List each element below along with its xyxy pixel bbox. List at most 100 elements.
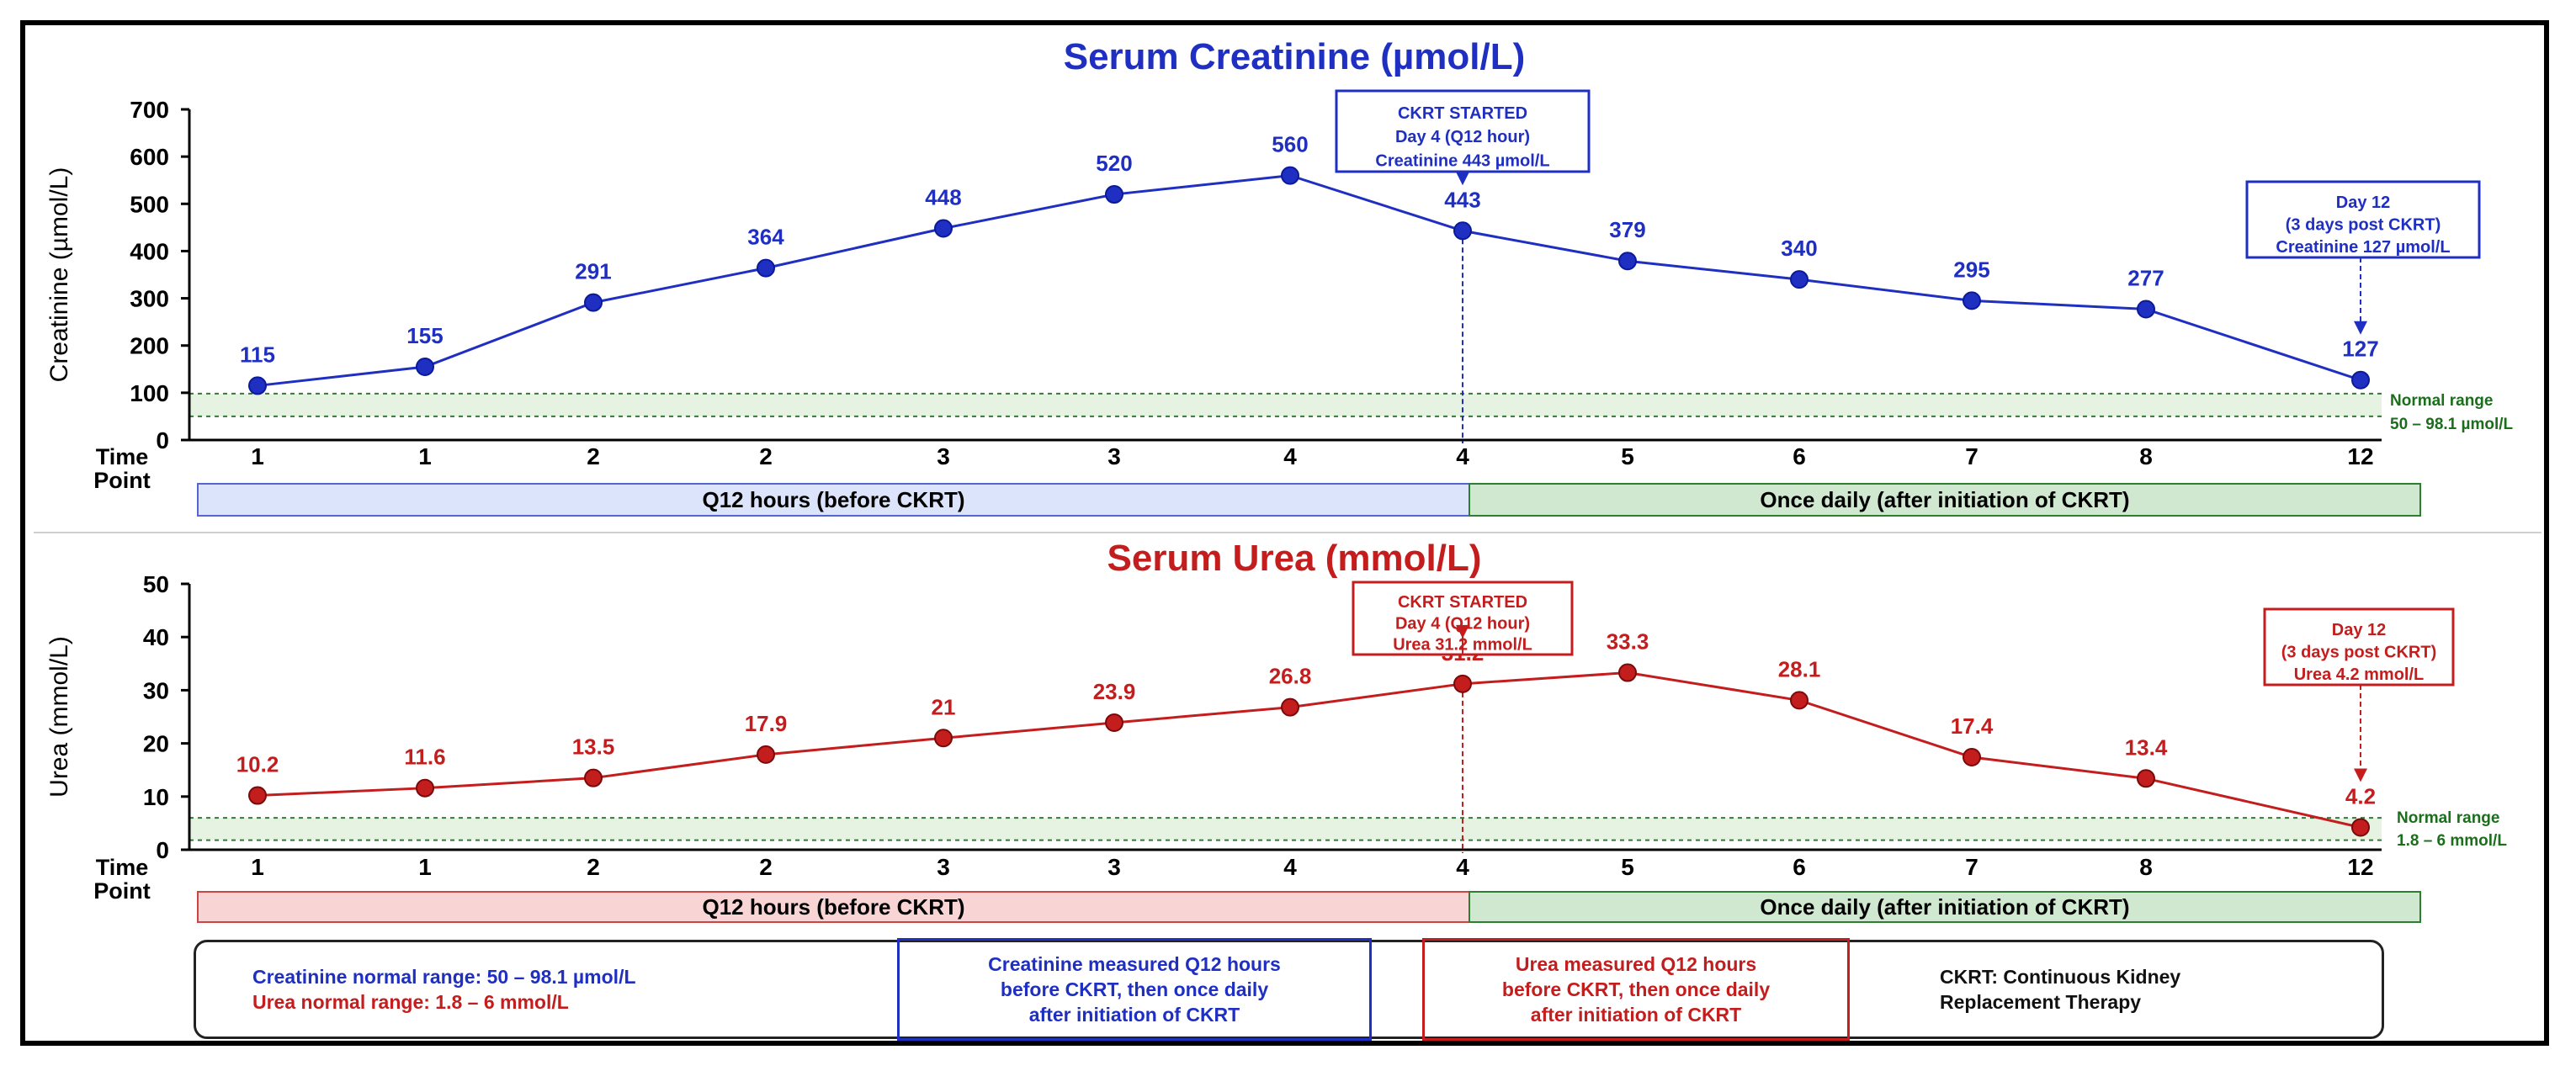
creatinine-data-point xyxy=(934,219,953,238)
creatinine-x-tick-label: 1 xyxy=(251,443,264,469)
urea-data-point xyxy=(248,786,267,805)
urea-annotation-text: CKRT STARTED xyxy=(1398,593,1527,612)
creatinine-x-tick-label: 6 xyxy=(1793,443,1806,469)
creatinine-data-label: 364 xyxy=(747,225,784,250)
urea-data-point xyxy=(584,768,603,787)
creatinine-series-line xyxy=(257,174,2361,387)
creatinine-annotation-text: Day 12 xyxy=(2336,194,2391,212)
urea-x-tick-label: 6 xyxy=(1793,854,1806,880)
creatinine-chart-title: Serum Creatinine (µmol/L) xyxy=(1064,36,1526,77)
urea-data-point xyxy=(757,745,775,764)
creatinine-y-tick-label: 700 xyxy=(130,97,169,123)
legend-normal-ranges: Creatinine normal range: 50 – 98.1 µmol/… xyxy=(252,938,892,1041)
creatinine-data-label: 520 xyxy=(1096,151,1132,176)
creatinine-data-label: 379 xyxy=(1609,217,1645,242)
creatinine-annotation-box xyxy=(1335,89,1591,173)
creatinine-x-tick-label: 2 xyxy=(587,443,600,469)
creatinine-annotation-text: CKRT STARTED xyxy=(1398,104,1527,123)
urea-annotation-arrowhead xyxy=(2354,768,2367,782)
creatinine-x-tick-label: 3 xyxy=(937,443,950,469)
creatinine-annotation-arrowhead xyxy=(1456,172,1469,186)
urea-phase-before xyxy=(197,891,1470,923)
urea-y-tick-label: 50 xyxy=(143,571,169,597)
urea-x-tick-label: 8 xyxy=(2139,854,2153,880)
urea-annotation-box xyxy=(2263,607,2455,687)
urea-x-tick-label: 12 xyxy=(2347,854,2373,880)
creatinine-y-tick-label: 0 xyxy=(156,427,169,453)
legend-creatinine-note-line: Creatinine measured Q12 hours xyxy=(988,953,1281,975)
legend-creatinine-note: Creatinine measured Q12 hours before CKR… xyxy=(897,938,1372,1041)
urea-data-point xyxy=(416,778,434,798)
urea-normal-range-label: Normal range xyxy=(2397,809,2499,827)
legend-abbreviation-line: Replacement Therapy xyxy=(1940,991,2142,1013)
creatinine-x-tick-label: 4 xyxy=(1456,443,1469,469)
urea-x-tick-label: 1 xyxy=(251,854,264,880)
urea-x-tick-label: 2 xyxy=(759,854,773,880)
creatinine-data-label: 291 xyxy=(575,259,611,284)
urea-data-point xyxy=(934,729,953,748)
urea-y-tick-label: 40 xyxy=(143,624,169,650)
creatinine-data-label: 155 xyxy=(406,323,443,348)
urea-data-label: 23.9 xyxy=(1093,679,1136,704)
creatinine-data-point xyxy=(584,293,603,312)
urea-x-tick-label: 4 xyxy=(1283,854,1297,880)
creatinine-y-tick-label: 400 xyxy=(130,238,169,264)
creatinine-normal-range-label: 50 – 98.1 µmol/L xyxy=(2390,416,2514,433)
creatinine-phase-before xyxy=(197,483,1470,517)
creatinine-phase-before-label: Q12 hours (before CKRT) xyxy=(702,487,964,512)
urea-data-label: 21 xyxy=(932,694,956,719)
legend-creatinine-note-line: after initiation of CKRT xyxy=(1028,1004,1240,1026)
urea-data-point xyxy=(1790,691,1809,710)
creatinine-data-label: 127 xyxy=(2342,337,2378,362)
creatinine-data-point xyxy=(1453,221,1472,241)
urea-x-tick-label: 3 xyxy=(937,854,950,880)
urea-phase-after xyxy=(1469,891,2421,923)
urea-x-tick-label: 5 xyxy=(1621,854,1634,880)
urea-x-tick-label: 4 xyxy=(1456,854,1469,880)
creatinine-annotation-text: (3 days post CKRT) xyxy=(2286,216,2441,235)
urea-y-tick-label: 10 xyxy=(143,784,169,810)
legend-urea-note-line: after initiation of CKRT xyxy=(1530,1004,1742,1026)
urea-data-label: 33.3 xyxy=(1607,629,1649,655)
creatinine-data-point xyxy=(1105,185,1123,204)
urea-data-point xyxy=(2137,769,2155,788)
legend-urea-note-line: Urea measured Q12 hours xyxy=(1515,953,1757,975)
creatinine-x-tick-label: 7 xyxy=(1965,443,1978,469)
urea-data-label: 13.5 xyxy=(572,734,615,760)
urea-annotation-text: Day 4 (Q12 hour) xyxy=(1395,614,1530,633)
creatinine-data-point xyxy=(416,357,434,376)
urea-x-axis-label: Point xyxy=(93,878,151,904)
creatinine-x-axis-label: Time xyxy=(96,444,149,469)
urea-annotation-text: Urea 4.2 mmol/L xyxy=(2294,665,2425,684)
urea-phase-before-label: Q12 hours (before CKRT) xyxy=(702,894,964,920)
creatinine-y-tick-label: 600 xyxy=(130,144,169,170)
legend-abbreviation: CKRT: Continuous Kidney Replacement Ther… xyxy=(1940,938,2344,1041)
urea-data-label: 13.4 xyxy=(2125,734,2168,760)
urea-annotation-text: (3 days post CKRT) xyxy=(2281,644,2436,662)
urea-data-point xyxy=(1453,674,1472,693)
creatinine-phase-after xyxy=(1469,483,2421,517)
urea-data-label: 4.2 xyxy=(2345,783,2376,809)
creatinine-annotation-text: Creatinine 443 µmol/L xyxy=(1375,151,1549,170)
creatinine-x-tick-label: 1 xyxy=(418,443,432,469)
urea-data-label: 10.2 xyxy=(236,752,279,777)
creatinine-x-tick-label: 8 xyxy=(2139,443,2153,469)
legend-abbreviation-line: CKRT: Continuous Kidney xyxy=(1940,966,2181,988)
urea-data-point xyxy=(2351,818,2370,837)
urea-data-label: 17.4 xyxy=(1951,713,1994,739)
legend-urea-range: Urea normal range: 1.8 – 6 mmol/L xyxy=(252,991,569,1013)
legend-box xyxy=(194,940,2384,1039)
urea-x-tick-label: 2 xyxy=(587,854,600,880)
creatinine-annotation-text: Day 4 (Q12 hour) xyxy=(1395,128,1530,146)
legend-creatinine-range: Creatinine normal range: 50 – 98.1 µmol/… xyxy=(252,966,636,988)
urea-y-tick-label: 30 xyxy=(143,677,169,703)
creatinine-y-axis-label: Creatinine (µmol/L) xyxy=(45,167,73,383)
creatinine-data-label: 115 xyxy=(240,342,275,367)
urea-x-tick-label: 7 xyxy=(1965,854,1978,880)
creatinine-x-axis-label: Point xyxy=(93,468,151,493)
urea-x-axis-label: Time xyxy=(96,855,149,880)
creatinine-data-label: 443 xyxy=(1444,187,1480,212)
creatinine-annotation-arrowhead xyxy=(2354,321,2367,335)
creatinine-data-point xyxy=(248,376,267,395)
